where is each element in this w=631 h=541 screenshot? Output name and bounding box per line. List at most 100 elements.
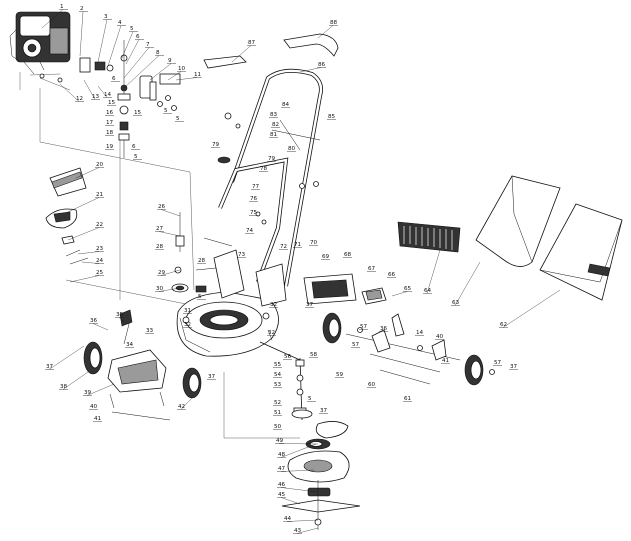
part-number-55: 55 — [274, 362, 282, 368]
part-number-17: 17 — [106, 120, 114, 126]
part-number-45: 45 — [278, 492, 286, 498]
front-wheel-right — [464, 354, 484, 386]
part-number-11: 11 — [194, 72, 202, 78]
leader-line — [299, 67, 322, 73]
leader-line — [175, 77, 198, 81]
leader-line — [280, 469, 315, 472]
part-number-52: 52 — [274, 400, 281, 406]
leader-line — [317, 25, 334, 39]
part-number-57: 57 — [360, 324, 368, 330]
part-number-62: 62 — [500, 322, 507, 328]
part-number-76: 76 — [250, 196, 258, 202]
part-number-49: 49 — [276, 438, 284, 444]
leader-line — [81, 261, 100, 264]
leader-line — [296, 527, 319, 534]
part-number-37: 37 — [320, 408, 328, 414]
part-number-32: 32 — [184, 322, 191, 328]
part-number-7: 7 — [146, 42, 150, 48]
part-number-39: 39 — [84, 390, 92, 396]
part-number-59: 59 — [336, 372, 344, 378]
leader-line — [286, 519, 319, 522]
part-number-15: 15 — [108, 100, 116, 106]
leader-line — [107, 25, 122, 67]
part-number-88: 88 — [330, 20, 338, 26]
part-number-37: 37 — [510, 364, 518, 370]
part-number-3: 3 — [104, 14, 108, 20]
part-number-86: 86 — [318, 62, 326, 68]
part-number-34: 34 — [126, 342, 134, 348]
part-number-33: 33 — [146, 328, 154, 334]
part-number-67: 67 — [368, 266, 376, 272]
part-number-36: 36 — [380, 326, 388, 332]
part-number-1: 1 — [60, 4, 64, 10]
leader-line — [280, 443, 317, 458]
part-number-21: 21 — [96, 192, 104, 198]
leader-line — [59, 83, 80, 102]
part-number-20: 20 — [96, 162, 104, 168]
part-number-5: 5 — [308, 396, 312, 402]
leader-line — [48, 345, 85, 370]
leader-line — [118, 317, 125, 323]
part-number-28: 28 — [156, 244, 164, 250]
leader-line — [86, 383, 115, 396]
part-number-9: 9 — [168, 58, 172, 64]
part-number-63: 63 — [452, 300, 460, 306]
part-number-85: 85 — [328, 114, 336, 120]
part-number-26: 26 — [158, 204, 166, 210]
leader-line — [97, 19, 108, 63]
part-number-78: 78 — [260, 166, 268, 172]
part-number-6: 6 — [136, 34, 140, 40]
part-number-25: 25 — [96, 270, 104, 276]
part-number-18: 18 — [106, 130, 114, 136]
part-number-14: 14 — [416, 330, 424, 336]
part-number-6: 6 — [132, 144, 136, 150]
leader-line — [167, 71, 182, 81]
leader-guide-lines — [39, 88, 197, 307]
part-number-41: 41 — [442, 358, 450, 364]
part-number-82: 82 — [272, 122, 279, 128]
leader-line — [391, 291, 408, 297]
part-number-65: 65 — [404, 286, 412, 292]
part-number-54: 54 — [274, 372, 282, 378]
part-number-75: 75 — [250, 210, 258, 216]
part-number-73: 73 — [238, 252, 246, 258]
leader-line — [426, 249, 441, 294]
part-number-10: 10 — [178, 66, 186, 72]
height-adjuster — [303, 273, 387, 305]
part-number-30: 30 — [156, 286, 164, 292]
deck-top-parts — [171, 212, 189, 293]
leader-line — [160, 269, 181, 276]
part-number-40: 40 — [90, 404, 98, 410]
part-number-60: 60 — [368, 382, 376, 388]
catcher-frame — [475, 175, 561, 267]
leader-line — [502, 289, 561, 328]
leader-line — [75, 167, 100, 179]
rear-axle-housing — [107, 309, 167, 409]
part-number-37: 37 — [46, 364, 54, 370]
part-number-14: 14 — [104, 92, 112, 98]
front-wheel-left — [322, 312, 342, 344]
part-number-38: 38 — [60, 384, 68, 390]
part-number-12: 12 — [76, 96, 83, 102]
leader-line — [62, 371, 89, 390]
leader-line — [280, 497, 301, 505]
leader-line — [121, 31, 134, 59]
part-number-53: 53 — [274, 382, 282, 388]
leader-line — [97, 85, 108, 98]
part-number-24: 24 — [96, 258, 104, 264]
part-number-79: 79 — [212, 142, 220, 148]
part-number-23: 23 — [96, 246, 104, 252]
part-number-72: 72 — [280, 244, 287, 250]
part-number-58: 58 — [310, 352, 318, 358]
part-number-68: 68 — [344, 252, 352, 258]
rear-axle-rod — [111, 411, 171, 421]
part-number-37: 37 — [208, 374, 216, 380]
part-number-83: 83 — [270, 112, 278, 118]
leader-line — [123, 47, 150, 79]
part-number-15: 15 — [134, 110, 142, 116]
rear-wheel-right — [182, 367, 202, 399]
leader-line — [67, 227, 100, 241]
part-number-79: 79 — [268, 156, 276, 162]
